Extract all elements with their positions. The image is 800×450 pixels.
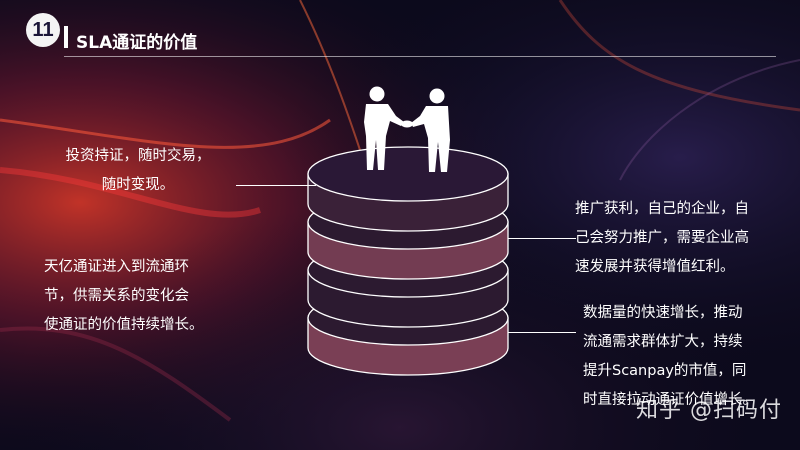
- point-line: 己会努力推广，需要企业高: [575, 230, 749, 246]
- point-left-bottom: 天亿通证进入到流通环 节，供需关系的变化会 使通证的价值持续增长。: [44, 253, 234, 340]
- point-line: 投资持证，随时交易，: [65, 148, 211, 164]
- page-title: SLA通证的价值: [76, 33, 198, 53]
- disc-top: [307, 146, 509, 232]
- handshake-icon: [364, 86, 450, 172]
- section-number-badge: 11: [26, 13, 60, 47]
- point-line: 时直接拉动通证价值增长。: [583, 392, 757, 408]
- title-accent-bar: [64, 26, 68, 48]
- point-line: 随时变现。: [101, 177, 175, 193]
- point-line: 速发展并获得增值红利。: [575, 259, 735, 275]
- point-line: 使通证的价值持续增长。: [44, 317, 204, 333]
- leader-line-left-top: [236, 185, 316, 186]
- point-line: 节，供需关系的变化会: [44, 288, 189, 304]
- leader-line-right-bottom: [508, 332, 576, 333]
- point-line: 提升Scanpay的市值，同: [583, 363, 747, 379]
- point-right-top: 推广获利，自己的企业，自 己会努力推广，需要企业高 速发展并获得增值红利。: [575, 195, 785, 282]
- header-divider: [64, 56, 776, 57]
- point-line: 推广获利，自己的企业，自: [575, 201, 749, 217]
- leader-line-right-top: [508, 238, 576, 239]
- watermark-text: 知乎 @扫码付: [636, 398, 782, 423]
- point-right-bottom: 数据量的快速增长，推动 流通需求群体扩大，持续 提升Scanpay的市值，同 时…: [583, 299, 783, 415]
- point-line: 天亿通证进入到流通环: [44, 259, 189, 275]
- point-line: 数据量的快速增长，推动: [583, 305, 743, 321]
- point-line: 流通需求群体扩大，持续: [583, 334, 743, 350]
- point-left-top: 投资持证，随时交易， 随时变现。: [40, 142, 236, 200]
